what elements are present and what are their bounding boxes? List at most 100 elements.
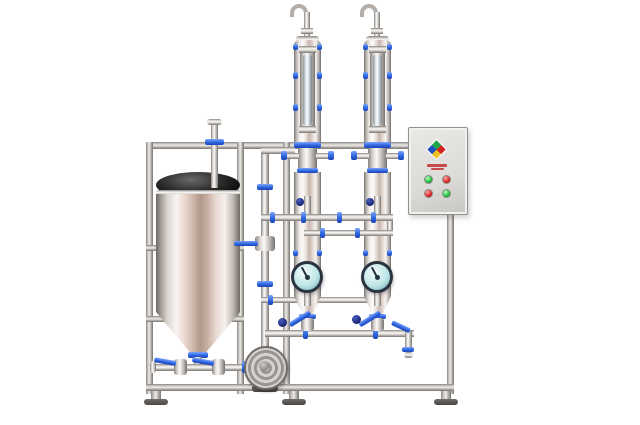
frame-right-post xyxy=(447,142,454,394)
gauge1-stem xyxy=(304,292,311,306)
column1-neck-pipe xyxy=(304,12,310,38)
permeate-clamp xyxy=(268,295,273,305)
column2-cap-clamp-left xyxy=(363,44,368,50)
indicator-light-3 xyxy=(424,189,433,198)
column1-mid-spool xyxy=(298,148,317,170)
drain-valve-2-body xyxy=(212,359,225,375)
control-panel xyxy=(408,127,468,215)
tank-inlet-cap xyxy=(207,119,222,125)
column1-gooseneck-vent xyxy=(290,4,308,17)
column1-port-right xyxy=(316,153,329,159)
gauge2-hub xyxy=(374,274,380,280)
gauge1-hub xyxy=(304,274,310,280)
column2-neck-pipe xyxy=(374,12,380,38)
manifold-right-drop xyxy=(387,216,393,232)
column1-lower-clamp xyxy=(297,168,318,173)
column1-sightglass-bottom-nut xyxy=(299,126,316,133)
column2-port-left xyxy=(356,153,369,159)
frame-foot-left xyxy=(151,391,161,400)
column1-cap-clamp-right xyxy=(317,44,322,50)
column1-cap-clamp-left xyxy=(293,44,298,50)
bottom-header-clamp-1 xyxy=(303,328,308,339)
column2-triclamp-band xyxy=(364,142,391,148)
column1-sg-bolt-left-2 xyxy=(293,104,298,111)
butterfly-valve-2-body xyxy=(371,318,384,331)
tank-cone xyxy=(156,312,240,354)
ball-valve-knob-2 xyxy=(352,315,361,324)
brand-mark-line-2 xyxy=(431,168,444,170)
column1-bottom-bolt-right xyxy=(317,250,322,256)
frame-bottom-rail xyxy=(146,384,454,391)
indicator-light-1 xyxy=(424,175,433,184)
indicator-light-4 xyxy=(442,189,451,198)
lower-manifold-clamp-1 xyxy=(320,228,325,238)
frame-tank-post xyxy=(237,142,244,394)
upper-manifold-pipe xyxy=(261,214,393,221)
column1-port-left xyxy=(286,153,299,159)
riser-valve-body xyxy=(255,236,275,251)
column1-bottom-bolt-left xyxy=(293,250,298,256)
column2-sg-bolt-right-1 xyxy=(387,72,392,79)
outlet-drop-clamp xyxy=(402,347,414,352)
upper-manifold-clamp-1 xyxy=(270,212,275,223)
column2-sg-bolt-left-1 xyxy=(363,72,368,79)
tank-inlet-pipe xyxy=(211,124,218,188)
riser-top-elbow xyxy=(261,147,295,154)
column2-neck-nut xyxy=(371,28,383,34)
column1-sg-bolt-right-2 xyxy=(317,104,322,111)
column2-bottom-bolt-left xyxy=(363,250,368,256)
tank-body xyxy=(156,194,240,312)
frame-left-post xyxy=(146,142,153,394)
column1-port-right-cap xyxy=(328,151,334,160)
lower-manifold-pipe xyxy=(304,230,393,236)
riser-clamp-upper xyxy=(257,184,273,190)
column2-port-left-cap xyxy=(351,151,357,160)
column2-port-right-cap xyxy=(398,151,404,160)
column2-lower-clamp xyxy=(367,168,388,173)
pump-hub xyxy=(259,361,269,371)
column2-sg-bolt-left-2 xyxy=(363,104,368,111)
riser-valve-lever xyxy=(234,241,258,246)
column1-neck-nut xyxy=(301,28,313,34)
manifold-stub-column2 xyxy=(374,196,381,216)
ball-valve-knob-1 xyxy=(278,318,287,327)
tank-outlet-clamp xyxy=(188,352,208,358)
butterfly-valve-1-body xyxy=(301,318,314,331)
gauge2-stem xyxy=(374,292,381,306)
column2-bottom-bolt-right xyxy=(387,250,392,256)
manifold-valve-knob-2 xyxy=(366,198,374,206)
column2-mid-spool xyxy=(368,148,387,170)
column2-sg-bolt-right-2 xyxy=(387,104,392,111)
drain-valve-1-body xyxy=(174,359,187,375)
column1-triclamp-band xyxy=(294,142,321,148)
foot-plate-right xyxy=(434,399,458,405)
frame-foot-mid xyxy=(289,391,299,400)
brand-mark-line-1 xyxy=(427,164,447,167)
foot-plate-left xyxy=(144,399,168,405)
foot-plate-mid xyxy=(282,399,306,405)
pressure-gauge-2 xyxy=(361,261,393,293)
outlet-drop-pipe xyxy=(405,330,412,350)
upper-manifold-clamp-3 xyxy=(337,212,342,223)
pressure-gauge-1 xyxy=(291,261,323,293)
tank-inlet-clamp xyxy=(205,139,224,145)
column2-port-right xyxy=(386,153,399,159)
column1-port-left-cap xyxy=(281,151,287,160)
manifold-valve-knob-1 xyxy=(296,198,304,206)
column1-sg-bolt-left-1 xyxy=(293,72,298,79)
indicator-light-2 xyxy=(442,175,451,184)
column2-sightglass-tube xyxy=(373,54,382,126)
frame-foot-right xyxy=(441,391,451,400)
column1-sg-bolt-right-1 xyxy=(317,72,322,79)
upper-manifold-clamp-4 xyxy=(371,212,376,223)
outlet-end-cap xyxy=(404,352,413,358)
bottom-header-pipe xyxy=(265,330,414,337)
drain-pipe xyxy=(154,364,254,371)
column2-sightglass-bottom-nut xyxy=(369,126,386,133)
upper-manifold-clamp-2 xyxy=(301,212,306,223)
riser-clamp-lower xyxy=(257,281,273,287)
lower-manifold-clamp-2 xyxy=(355,228,360,238)
tank-rim xyxy=(156,190,240,196)
column2-gooseneck-vent xyxy=(360,4,378,17)
